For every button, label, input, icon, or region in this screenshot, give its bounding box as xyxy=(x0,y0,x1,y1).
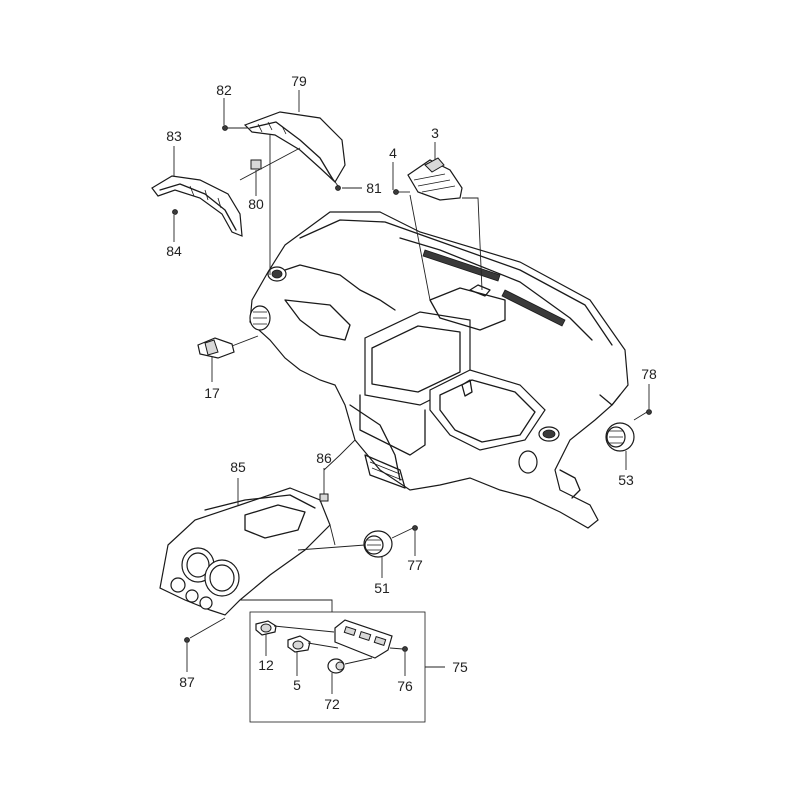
part-87-screw xyxy=(184,637,190,643)
part-4-screw xyxy=(393,189,410,195)
part-80-clip xyxy=(250,159,262,170)
callout-12: 12 xyxy=(258,657,274,673)
callout-84: 84 xyxy=(166,243,182,259)
part-86-clip xyxy=(319,493,329,502)
callout-5: 5 xyxy=(293,677,301,693)
callout-76: 76 xyxy=(397,678,413,694)
callout-81: 81 xyxy=(366,180,382,196)
part-switch-panel xyxy=(334,619,393,659)
part-84-screw xyxy=(172,209,178,215)
callout-4: 4 xyxy=(389,145,397,161)
callout-3: 3 xyxy=(431,125,439,141)
callout-77: 77 xyxy=(407,557,423,573)
part-76-screw xyxy=(402,646,408,652)
callout-83: 83 xyxy=(166,128,182,144)
callout-87: 87 xyxy=(179,674,195,690)
callout-85: 85 xyxy=(230,459,246,475)
callout-17: 17 xyxy=(204,385,220,401)
callout-72: 72 xyxy=(324,696,340,712)
callout-82: 82 xyxy=(216,82,232,98)
part-5-knob xyxy=(287,635,311,653)
callout-labels: 79 82 81 80 83 84 3 4 17 78 53 85 86 77 … xyxy=(166,73,657,712)
part-3-switch-assembly xyxy=(407,157,463,201)
callout-75: 75 xyxy=(452,659,468,675)
part-82-screw xyxy=(222,125,248,131)
part-72-knob xyxy=(327,658,345,674)
part-12-knob xyxy=(255,620,277,636)
callout-51: 51 xyxy=(374,580,390,596)
callout-79: 79 xyxy=(291,73,307,89)
part-17-bracket xyxy=(197,337,235,359)
callout-53: 53 xyxy=(618,472,634,488)
instrument-panel xyxy=(249,211,629,529)
part-81-screw xyxy=(335,185,341,191)
part-53-right-vent xyxy=(605,422,635,452)
callout-86: 86 xyxy=(316,450,332,466)
part-79-cluster-hood xyxy=(243,111,346,183)
part-78-screw xyxy=(646,409,652,415)
leader-lines xyxy=(173,90,650,694)
callout-80: 80 xyxy=(248,196,264,212)
callout-78: 78 xyxy=(641,366,657,382)
part-85-center-fascia xyxy=(159,487,331,616)
part-77-screw xyxy=(412,525,418,531)
part-83-lower-hood xyxy=(151,175,243,237)
part-51-center-vent xyxy=(363,530,393,558)
